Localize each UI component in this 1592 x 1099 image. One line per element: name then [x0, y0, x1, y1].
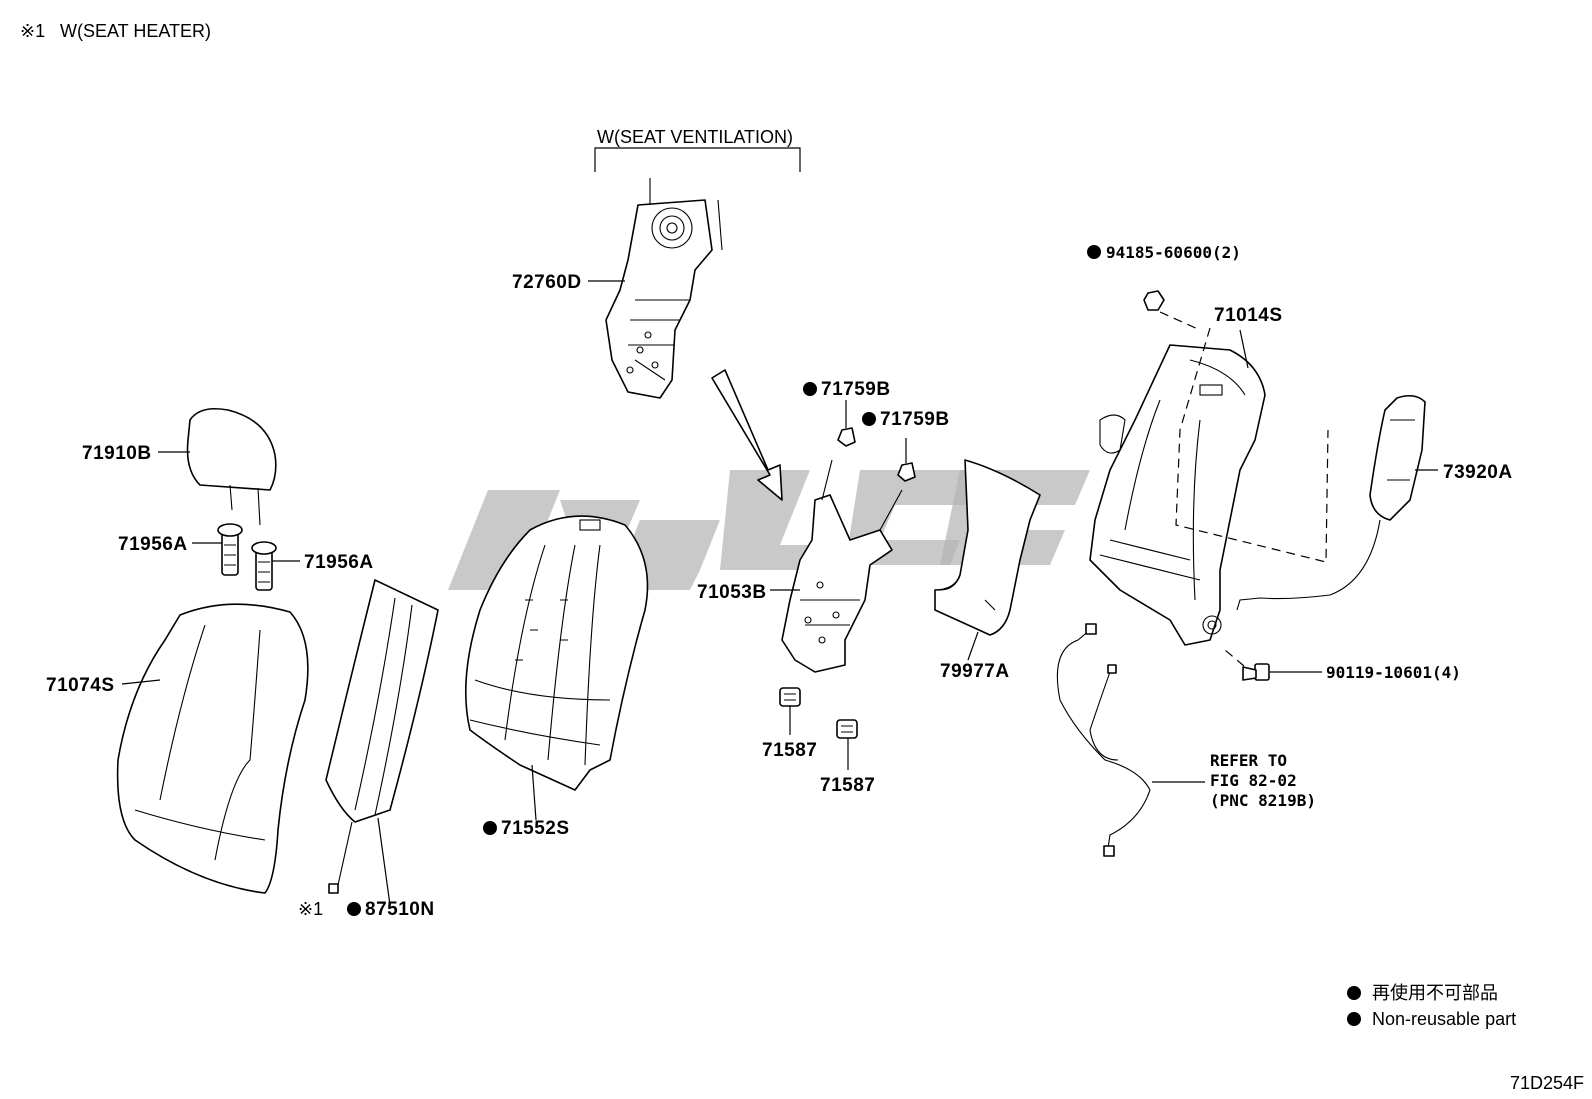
- header-note-mark: ※1: [20, 21, 45, 41]
- part-87510N-seat-heater: [325, 579, 439, 906]
- header-note-text: W(SEAT HEATER): [60, 21, 211, 41]
- label-71587-right: 71587: [820, 775, 875, 796]
- legend-dot-jp: [1347, 986, 1361, 1000]
- label-71910B: 71910B: [82, 443, 152, 464]
- legend-dot-en: [1347, 1012, 1361, 1026]
- ventilation-label: W(SEAT VENTILATION): [597, 127, 793, 147]
- part-71587-clip-right: [836, 719, 858, 770]
- label-71759B-top: 71759B: [821, 379, 891, 400]
- label-72760D: 72760D: [512, 272, 582, 293]
- label-71053B: 71053B: [697, 582, 767, 603]
- label-87510N-mark: ※1: [298, 899, 323, 919]
- part-90119-bolt: [1224, 649, 1322, 681]
- label-71956A-right: 71956A: [304, 552, 374, 573]
- assembly-arrow: [711, 369, 783, 501]
- part-94185-nut: [1143, 290, 1201, 331]
- part-71074S-seatback-cover: [116, 603, 309, 894]
- label-71014S: 71014S: [1214, 305, 1283, 326]
- part-71014S-seatback-frame: [1089, 327, 1329, 646]
- refer-note-line2: FIG 82-02: [1210, 771, 1297, 790]
- refer-note-line1: REFER TO: [1210, 751, 1287, 770]
- label-71956A-left: 71956A: [118, 534, 188, 555]
- part-71956A-support-left: [192, 523, 243, 576]
- ventilation-bracket: [594, 147, 801, 172]
- label-90119: 90119-10601(4): [1326, 663, 1461, 682]
- label-94185: 94185-60600(2): [1106, 243, 1241, 262]
- label-73920A: 73920A: [1443, 462, 1513, 483]
- part-wire-harness: [1056, 623, 1205, 857]
- part-73920A-side-airbag: [1236, 394, 1438, 611]
- legend-text-en: Non-reusable part: [1372, 1009, 1516, 1029]
- part-71910B-headrest: [158, 407, 277, 526]
- label-79977A: 79977A: [940, 661, 1010, 682]
- non-reusable-mark-71759B-right: [862, 412, 876, 426]
- figure-id: 71D254F: [1510, 1073, 1584, 1093]
- label-71552S: 71552S: [501, 818, 570, 839]
- non-reusable-mark-87510N: [347, 902, 361, 916]
- non-reusable-mark-94185: [1087, 245, 1101, 259]
- label-71587-left: 71587: [762, 740, 817, 761]
- part-79977A-back-panel: [934, 459, 1041, 661]
- label-71074S: 71074S: [46, 675, 115, 696]
- part-72760D-fan-unit: [588, 178, 723, 399]
- part-71587-clip-left: [779, 687, 801, 735]
- non-reusable-mark-71759B-top: [803, 382, 817, 396]
- part-71956A-support-right: [251, 541, 300, 591]
- part-71759B-clip-top: [837, 400, 856, 447]
- refer-note-line3: (PNC 8219B): [1210, 791, 1316, 810]
- non-reusable-mark-71552S: [483, 821, 497, 835]
- label-71759B-right: 71759B: [880, 409, 950, 430]
- legend-text-jp: 再使用不可部品: [1372, 983, 1498, 1003]
- part-71759B-clip-right: [897, 438, 916, 482]
- part-71053B-lumbar-bracket: [770, 459, 903, 673]
- part-71552S-seatback-pad: [464, 515, 649, 821]
- label-87510N: 87510N: [365, 899, 435, 920]
